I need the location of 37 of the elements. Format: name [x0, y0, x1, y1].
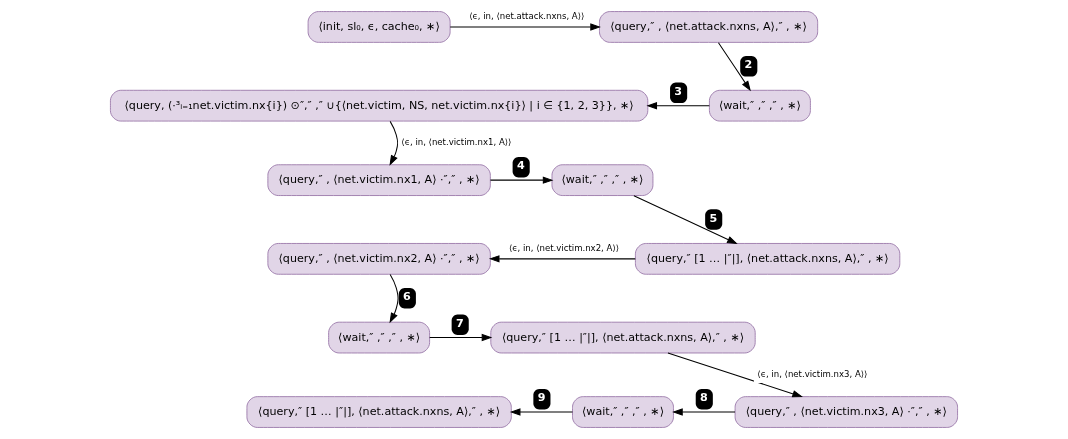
arrow: [646, 101, 710, 110]
edge-label: 3: [674, 84, 683, 98]
arrow: [717, 42, 751, 92]
node-box: ⟨query,″ [1 … |″|], ⟨net.attack.nxns, A⟩,″ , ∗⟩: [246, 396, 512, 428]
edge-label: 6: [403, 290, 411, 304]
arrow: [389, 274, 399, 324]
edge-label: ⟨ϵ, in, ⟨net.attack.nxns, A⟩⟩: [469, 10, 585, 21]
edge-label: 2: [744, 58, 753, 72]
edge-label: 9: [537, 391, 546, 405]
node-box: ⟨query,″ , ⟨net.victim.nx3, A⟩ ·″,″ , ∗⟩: [734, 396, 958, 428]
edge-label: ⟨ϵ, in, ⟨net.victim.nx3, A⟩⟩: [757, 369, 868, 380]
edge-label: 4: [516, 159, 525, 173]
node-box: ⟨query,″ [1 … |″|], ⟨net.attack.nxns, A⟩,″ , ∗⟩: [634, 243, 901, 275]
arrow: [667, 352, 803, 398]
arrow: [449, 23, 601, 31]
node-box: ⟨wait,″ ,″ ,″ , ∗⟩: [572, 396, 674, 428]
node-box: ⟨init, sl₀, ϵ, cache₀, ∗⟩: [307, 11, 451, 43]
arrow: [488, 255, 636, 263]
node-box: ⟨query,″ , ⟨net.victim.nx2, A⟩ ·″,″ , ∗⟩: [267, 243, 491, 275]
edge-label: 8: [700, 391, 708, 405]
arrow: [672, 408, 736, 416]
arrow: [509, 408, 573, 416]
node-box: ⟨query,″ [1 … |″|], ⟨net.attack.nxns, A⟩,″ , ∗⟩: [490, 321, 756, 354]
node-box: ⟨wait,″ ,″ ,″ , ∗⟩: [551, 164, 654, 196]
node-box: ⟨query,″ , ⟨net.attack.nxns, A⟩,″ , ∗⟩: [599, 11, 819, 43]
edge-label: 5: [709, 211, 718, 225]
edge-label: 7: [455, 316, 464, 330]
arrow: [633, 195, 738, 245]
node-box: ⟨wait,″ ,″ ,″ , ∗⟩: [709, 89, 811, 122]
node-box: ⟨wait,″ ,″ ,″ , ∗⟩: [328, 321, 431, 354]
edge-label: ⟨ϵ, in, ⟨net.victim.nx1, A⟩⟩: [401, 137, 512, 148]
node-box: ⟨query,″ , ⟨net.victim.nx1, A⟩ ·″,″ , ∗⟩: [267, 164, 491, 196]
arrow: [489, 176, 554, 184]
arrow: [429, 333, 493, 342]
arrow: [389, 120, 399, 166]
node-box: ⟨query, (·³ᵢ₌₁net.victim.nx{i}) ⊙″,″ ,″ ∪{⟨net.victim, NS, net.victim.nx{i}⟩ | i ∈ {1, 2, 3}}, ∗⟩: [110, 89, 649, 122]
edge-label: ⟨ϵ, in, ⟨net.victim.nx2, A⟩⟩: [508, 242, 620, 253]
